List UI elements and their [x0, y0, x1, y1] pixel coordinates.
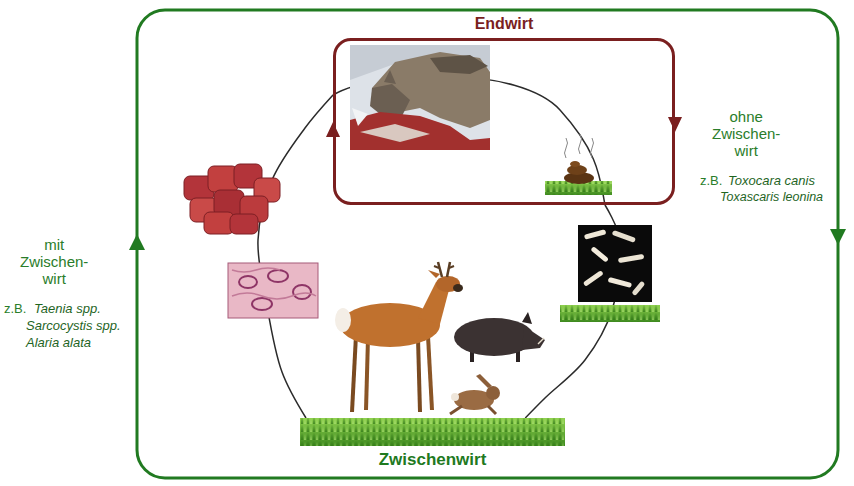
hare: [488, 406, 496, 414]
roe-deer: [428, 336, 432, 410]
wolf-photo: [350, 45, 490, 150]
cycle-line: [258, 95, 333, 418]
species-name: Taenia spp.: [34, 300, 101, 317]
larvae-image: [584, 229, 607, 240]
wild-boar: [522, 326, 545, 350]
hare: [450, 406, 462, 414]
larvae-image: [560, 305, 660, 322]
wolf-photo: [352, 108, 368, 126]
roe-deer: [438, 262, 442, 277]
roe-deer: [335, 262, 463, 412]
route-label: ohne Zwischen- wirt: [712, 108, 780, 159]
histology-image: [228, 263, 318, 318]
host-heading: Endwirt: [336, 14, 672, 33]
larvae-image: [560, 225, 660, 322]
wolf-photo: [384, 70, 396, 84]
larvae-image: [560, 305, 660, 322]
wild-boar: [538, 338, 544, 344]
meat-image: [230, 214, 258, 234]
hare: [451, 393, 459, 401]
larvae-image: [618, 254, 644, 263]
roe-deer: [434, 266, 439, 268]
faeces-icon: [545, 134, 612, 195]
cycle-frame: [830, 229, 846, 245]
histology-image: [293, 285, 311, 299]
wild-boar: [454, 318, 534, 356]
faeces-icon: [579, 134, 582, 154]
histology-image: [232, 293, 316, 299]
intermediate-host-band: Zwischenwirt: [300, 418, 565, 470]
wolf-photo: [430, 55, 488, 74]
faeces-icon: [570, 161, 580, 167]
roe-deer: [449, 266, 454, 268]
wild-boar: [454, 312, 545, 362]
hare: [476, 374, 492, 388]
species-name: Toxascaris leonina: [720, 189, 823, 206]
hare: [450, 374, 500, 414]
species-name: Alaria alata: [26, 334, 91, 351]
wolf-photo: [360, 124, 430, 142]
final-host-box: Endwirt: [333, 38, 675, 205]
wolf-photo: [370, 84, 410, 118]
cycle-frame: [129, 234, 145, 250]
histology-image: [232, 268, 280, 272]
wolf-photo: [350, 45, 490, 150]
final-host-loop-arrows: [668, 117, 682, 132]
faeces-icon: [591, 138, 594, 158]
cycle-frame: [137, 10, 838, 478]
histology-image: [239, 276, 257, 288]
histology-image: [268, 270, 288, 282]
larvae-image: [612, 230, 636, 243]
histology-image: [252, 298, 272, 310]
larvae-image: [608, 277, 632, 288]
roe-deer: [352, 335, 356, 412]
roe-deer: [366, 338, 368, 410]
roe-deer: [335, 308, 351, 332]
grass-band: [300, 418, 565, 446]
route-label: z.B.: [4, 300, 26, 317]
roe-deer: [428, 270, 440, 278]
histology-image: [228, 263, 318, 318]
hare: [486, 386, 500, 400]
cycle-frame: [129, 10, 846, 478]
roe-deer: [447, 262, 450, 277]
species-name: Sarcocystis spp.: [26, 317, 121, 334]
wild-boar: [522, 312, 532, 324]
route-label: mit Zwischen- wirt: [20, 236, 88, 287]
faeces-icon: [565, 138, 568, 158]
host-label: Zwischenwirt: [375, 450, 491, 470]
route-label: z.B.: [700, 172, 722, 189]
larvae-image: [590, 246, 609, 263]
species-name: Toxocara canis: [728, 172, 815, 189]
larvae-image: [578, 225, 652, 302]
roe-deer: [418, 338, 420, 412]
wolf-photo: [350, 112, 490, 150]
grass-band: [300, 418, 565, 446]
roe-deer: [453, 284, 463, 292]
meat-image: [184, 164, 280, 234]
larvae-image: [631, 281, 645, 296]
larvae-image: [583, 270, 604, 287]
grass-band: [300, 418, 565, 446]
